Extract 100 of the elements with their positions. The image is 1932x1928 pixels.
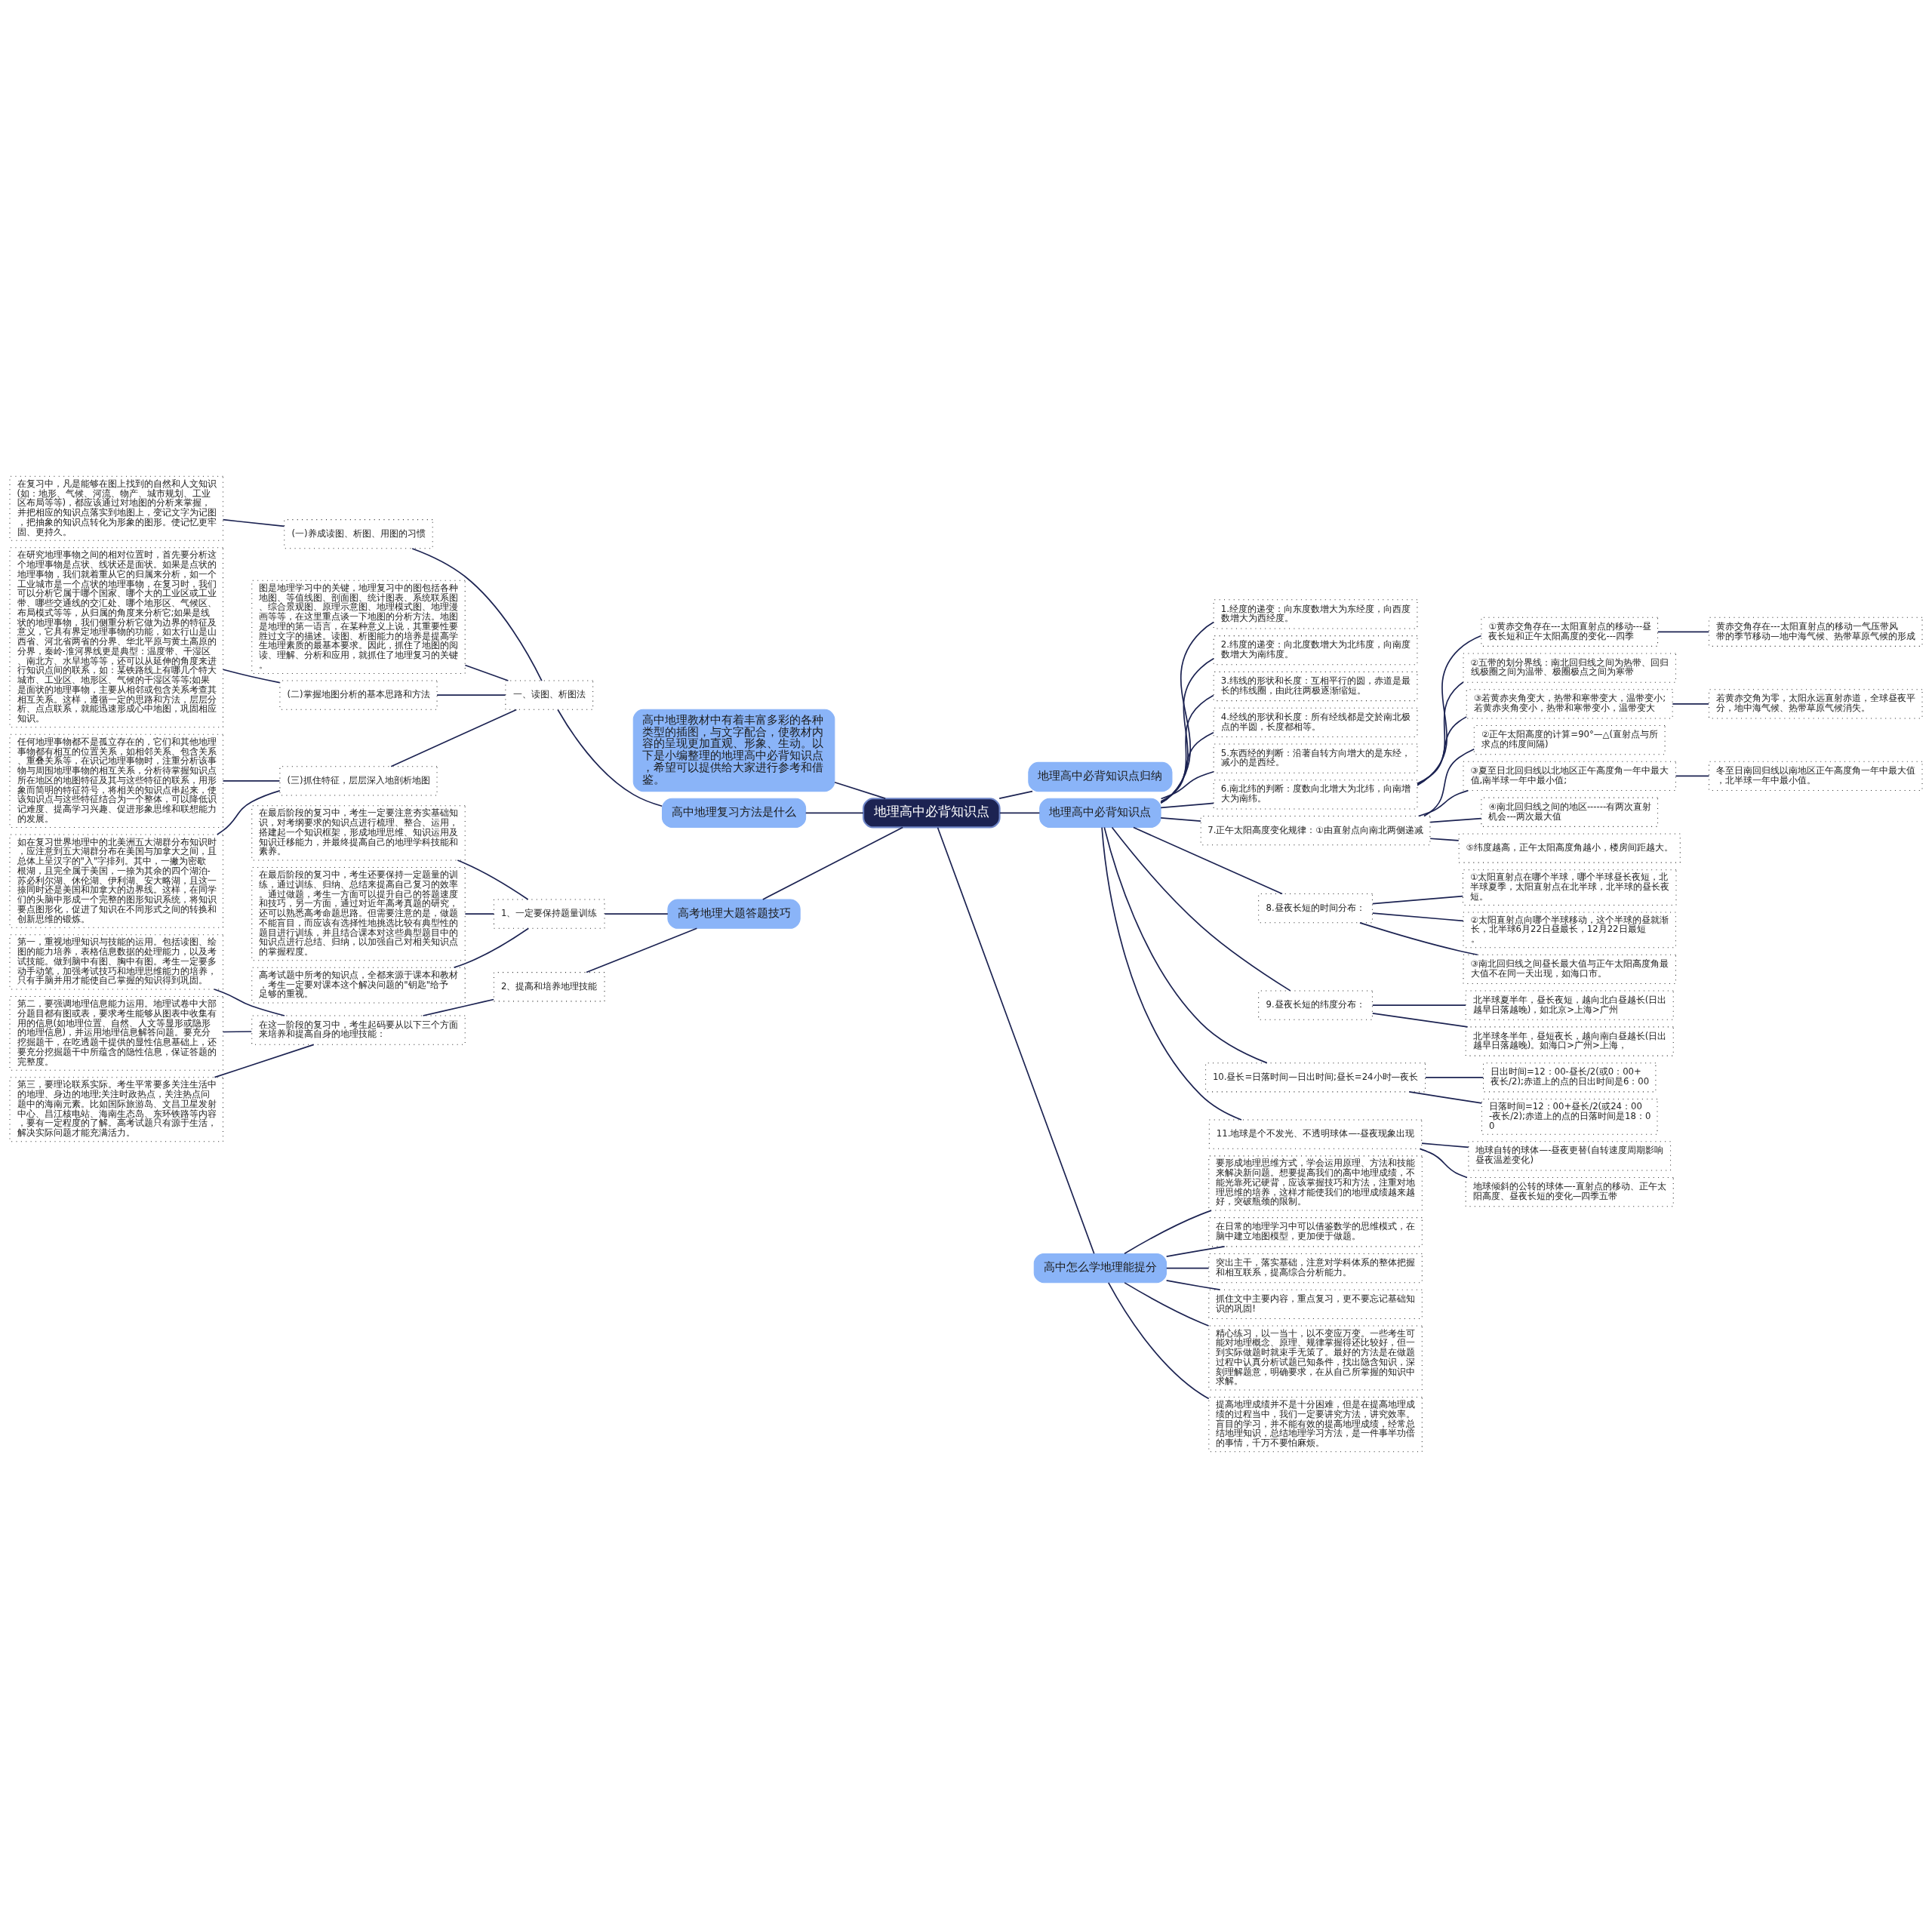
connector xyxy=(222,518,285,527)
node-box: ①黄赤交角存在---太阳直射点的移动---昼夜长短和正午太阳高度的变化---四季 xyxy=(1481,617,1659,647)
node-box: 突出主干，落实基础，注意对学科体系的整体把握和相互联系，提高综合分析能力。 xyxy=(1208,1253,1423,1284)
connector xyxy=(222,1031,253,1033)
node-box: 要形成地理思维方式，学会运用原理、方法和技能来解决新问题。想要提高我们的高中地理成绩，不能光靠死记硬背，应该掌握技巧和方法，注重对地理思维的培养，这样才能使我们的地理成绩越来越好，突破瓶颈的限制。 xyxy=(1208,1155,1423,1211)
connector xyxy=(1675,775,1710,777)
node-box: 在最后阶段的复习中，考生一定要注意夯实基础知识，对考纲要求的知识点进行梳理、整合、运用，搭建起一个知识框架，形成地理思维、知识运用及知识迁移能力，并最终提高自己的地理学科技能和素养。 xyxy=(251,805,466,861)
connector xyxy=(222,780,281,782)
node-box: 7.正午太阳高度变化规律：①由直射点向南北两侧递减 xyxy=(1200,816,1431,846)
node-box: 第三，要理论联系实际。考生平常要多关注生活中的地理、身边的地理;关注时政热点，关注热点问题中的海南元素。比如国际旅游岛、文昌卫星发射中心、昌江核电站、海南生态岛、东环铁路等内容，要有一定程度的了解。高考试题只有源于生活，解决实际问题才能充满活力。 xyxy=(9,1077,223,1142)
node-box: 10.昼长=日落时间—日出时间;昼长=24小时—夜长 xyxy=(1205,1062,1426,1093)
connector xyxy=(1425,1076,1484,1078)
node-box: 8.昼夜长短的时间分布： xyxy=(1258,893,1373,924)
node-box: 一、读图、析图法 xyxy=(505,680,594,710)
node-box: (三)抓住特征，层层深入地剖析地图 xyxy=(279,766,438,796)
node-box: 冬至日南回归线以南地区正午高度角一年中最大值，北半球一年中最小值。 xyxy=(1709,761,1923,792)
connector xyxy=(1160,694,1214,804)
node-box: ④南北回归线之间的地区------有两次直射机会---两次最大值 xyxy=(1481,797,1659,827)
connector xyxy=(1107,1282,1210,1400)
node-box: 4.经线的形状和长度：所有经线都是交於南北极点的半圆，长度都相等。 xyxy=(1213,707,1418,737)
connector xyxy=(436,694,506,696)
connector xyxy=(1371,912,1464,922)
node-box: ⑤纬度越高，正午太阳高度角越小，楼房间距越大。 xyxy=(1458,833,1681,863)
node-box: 高中地理复习方法是什么 xyxy=(661,798,807,828)
connector xyxy=(1124,1210,1212,1255)
node-box: 地理高中必背知识点 xyxy=(863,798,1001,829)
node-box: 在复习中，凡是能够在图上找到的自然和人文知识(如：地形、气候、河流、物产、城市规划、工业区布局等等)，都应该通过对地图的分析来掌握，并把相应的知识点落实到地图上，变记文字为记图，把抽象的知识点转化为形象的图形。使记忆更牢固、更持久。 xyxy=(9,475,223,541)
connector xyxy=(1160,732,1214,802)
connector xyxy=(464,664,509,681)
node-box: 在这一阶段的复习中，考生起码要从以下三个方面来培养和提高自身的地理技能： xyxy=(251,1015,466,1045)
node-box: 地理高中必背知识点 xyxy=(1039,798,1161,828)
connector xyxy=(216,789,281,835)
connector xyxy=(1160,802,1214,809)
connector xyxy=(390,709,518,767)
connector xyxy=(214,1044,315,1078)
node-box: 第一，重视地理知识与技能的运用。包括读图、绘图的能力培养，表格信息数据的处理能力，以及考试技能。做到脑中有图、胸中有图。考生一定要多动手动笔，加强考试技巧和地理思维能力的培养，只有手脑并用才能使自己掌握的知识得到巩固。 xyxy=(9,934,223,990)
node-box: ③夏至日北回归线以北地区正午高度角一年中最大值,南半球一年中最小值; xyxy=(1463,761,1676,792)
node-box: 若黄赤交角为零，太阳永远直射赤道，全球昼夜平分，地中海气候、热带草原气候消失。 xyxy=(1709,689,1923,719)
connector xyxy=(998,812,1041,814)
connector xyxy=(453,927,530,968)
node-box: 地理高中必背知识点归纳 xyxy=(1028,761,1173,792)
node-box: 在最后阶段的复习中，考生还要保持一定题量的训练，通过训练、归纳、总结来提高自己复习的效率。通过做题，考生一方面可以提升自己的答题速度和技巧，另一方面，通过对近年高考真题的研究，还可以熟悉高考命题思路。但需要注意的是，做题不能盲目，而应该有选择性地挑选比较有典型性的题目进行训练，并且结合课本对这些典型题目中的知识点进行总结、归纳，以加强自己对相关知识点的掌握程度。 xyxy=(251,867,466,961)
connector xyxy=(222,669,281,684)
connector xyxy=(1417,681,1464,786)
connector xyxy=(1165,1246,1226,1257)
node-box: 11.地球是个不发光、不透明球体—-昼夜现象出现 xyxy=(1208,1119,1423,1149)
connector xyxy=(1417,789,1469,817)
connector xyxy=(464,913,495,915)
node-box: 提高地理成绩并不是十分困难，但是在提高地理成绩的过程当中，我们一定要讲究方法，讲究效率。盲目的学习，并不能有效的提高地理成绩，经常总结地理知识，总结地理学习方法，是一件事半功倍的事情，千万不要怕麻烦。 xyxy=(1208,1397,1423,1453)
node-box: ②正午太阳高度的计算=90°—△(直射点与所求点的纬度间隔) xyxy=(1473,725,1666,755)
connector xyxy=(804,812,864,814)
node-box: 图是地理学习中的关键，地理复习中的图包括各种地图、等值线图、剖面图、统计图表、系统联系图、综合景观图、原理示意图、地理模式图、地理漫画等等，在这里重点谈一下地图的分析方法。地图是地理的第一语言，在某种意义上说，其重要性要胜过文字的描述。读图、析图能力的培养是提高学生地理素质的最基本要求。因此，抓住了地图的阅读、理解、分析和应用，就抓住了地理复习的关键。 xyxy=(251,580,466,675)
connector xyxy=(1160,658,1214,804)
node-box: 高中怎么学地理能提分 xyxy=(1033,1253,1168,1284)
connector xyxy=(422,998,495,1016)
connector xyxy=(1111,826,1291,992)
connector xyxy=(937,826,1095,1255)
node-box: 日落时间=12：00+昼长/2(或24：00-夜长/2);赤道上的点的日落时间是18：00 xyxy=(1481,1098,1658,1135)
node-box: ③南北回归线之间昼长最大值与正午太阳高度角最大值不在同一天出现，如海口市。 xyxy=(1463,954,1676,985)
connector xyxy=(557,709,663,807)
node-box: 6.南北纬的判断：度数向北增大为北纬，向南增大为南纬。 xyxy=(1213,780,1418,810)
node-box: 3.纬线的形状和长度：互相平行的圆，赤道是最长的纬线圈，由此往两极逐渐缩短。 xyxy=(1213,671,1418,702)
connector xyxy=(1103,826,1268,1064)
node-box: 1、一定要保持题量训练 xyxy=(493,899,605,929)
connector xyxy=(214,989,285,1016)
connector xyxy=(834,781,887,799)
node-box: 在研究地理事物之间的相对位置时，首先要分析这个地理事物是点状、线状还是面状。如果是点状的地理事物，我们就着重从它的归属来分析，如一个工业城市是一个点状的地理事物，在复习时，我们可以分析它属于哪个国家、哪个大的工业区或工业带、哪些交通线的交汇处、哪个地形区、气候区、布局模式等等，从归属的角度来分析它;如果是线状的地理事物，我们侧重分析它做为边界的特征及意义，它具有界定地理事物的功能，如太行山是山西省、河北省两省的分界、华北平原与黄土高原的分界，秦岭-淮河界线更是典型：温度带、干湿区、南北方、水旱地等等，还可以从延伸的角度来进行知识点间的联系，如：某铁路线上有哪几个特大城市、工业区、地形区、气候的干湿区等等;如果是面状的地理事物，主要从相邻或包含关系考查其相互关系。这样，遵循一定的思路和方法，层层分析、点点联系，就能迅速形成心中地图，巩固相应知识。 xyxy=(9,547,223,728)
node-box: 9.昼夜长短的纬度分布： xyxy=(1258,990,1373,1020)
connector xyxy=(1657,631,1710,633)
node-box: ②五带的划分界线：南北回归线之间为热带、回归线极圈之间为温带、极圈极点之间为寒带 xyxy=(1463,653,1676,683)
connector xyxy=(1417,716,1468,785)
connector xyxy=(1429,817,1482,823)
connector xyxy=(457,859,529,900)
node-box: 北半球夏半年，昼长夜短，越向北白昼越长(日出越早日落越晚)，如北京>上海>广州 xyxy=(1465,990,1674,1020)
node-box: (一)养成读图、析图、用图的习惯 xyxy=(284,519,433,549)
connector xyxy=(1672,703,1709,705)
connector xyxy=(1408,1091,1483,1104)
node-box: 高考地理大题答题技巧 xyxy=(667,899,801,929)
connector xyxy=(761,826,903,900)
connector xyxy=(1165,1267,1210,1269)
connector xyxy=(1101,826,1242,1121)
node-box: 高考试题中所考的知识点，全都来源于课本和教材，考生一定要对课本这个解决问题的"钥匙"给予足够的重视。 xyxy=(251,967,466,1004)
node-box: 在日常的地理学习中可以借鉴数学的思维模式，在脑中建立地图模型，更加便于做题。 xyxy=(1208,1217,1423,1247)
node-box: (二)掌握地图分析的基本思路和方法 xyxy=(279,680,438,710)
connector xyxy=(604,913,669,915)
connector xyxy=(1419,1148,1468,1179)
connector xyxy=(1133,826,1283,895)
node-box: 2、提高和培养地理技能 xyxy=(493,972,605,1002)
node-box: 高中地理教材中有着丰富多彩的各种类型的插图，与文字配合，使教材内容的呈现更加直观、形象、生动。以下是小编整理的地理高中必背知识点，希望可以提供给大家进行参考和借鉴。 xyxy=(632,709,835,792)
connector xyxy=(998,790,1033,799)
node-box: 北半球冬半年，昼短夜长，越向南白昼越长(日出越早日落越晚)。如海口>广州>上海， xyxy=(1465,1026,1674,1056)
node-box: 地球倾斜的公转的球体—-直射点的移动、正午太阳高度、昼夜长短的变化—四季五带 xyxy=(1465,1177,1674,1207)
connector xyxy=(1160,770,1214,800)
node-box: 5.东西经的判断：沿著自转方向增大的是东经，减小的是西经。 xyxy=(1213,743,1418,773)
connector xyxy=(1371,1013,1469,1028)
connector xyxy=(411,548,543,681)
node-box: 2.纬度的递变：向北度数增大为北纬度，向南度数增大为南纬度。 xyxy=(1213,635,1418,666)
connector xyxy=(1165,1280,1221,1290)
node-box: 抓住文中主要内容，重点复习，更不要忘记基础知识的巩固! xyxy=(1208,1289,1423,1319)
node-box: ②太阳直射点向哪个半球移动，这个半球的昼就渐长，北半球6月22日昼最长，12月22日最短。 xyxy=(1463,912,1676,949)
